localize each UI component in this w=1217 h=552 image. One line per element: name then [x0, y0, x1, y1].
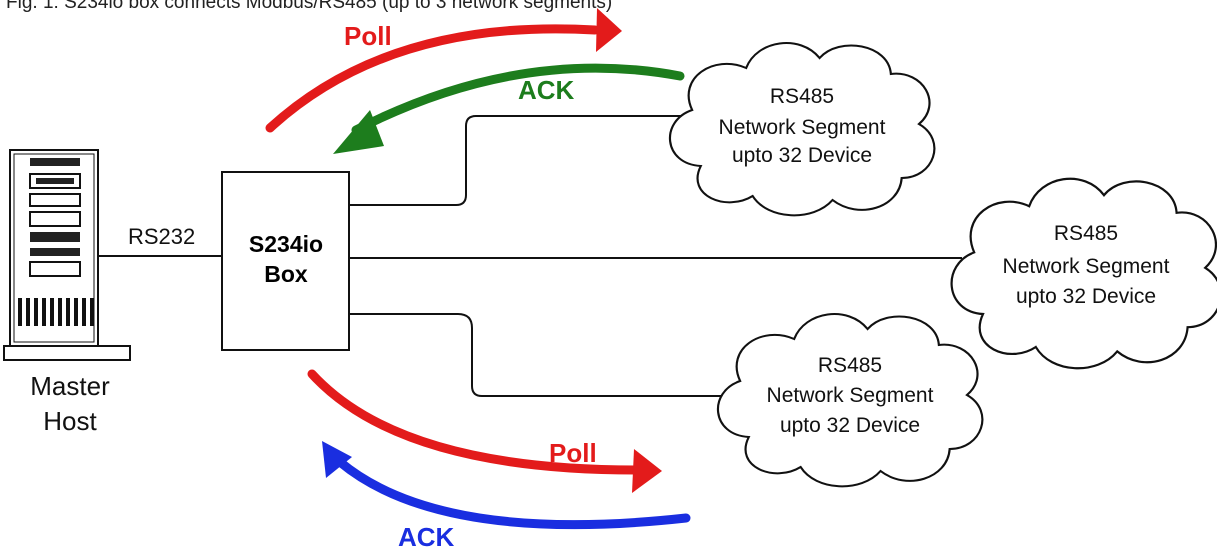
- segment-middle-line3: upto 32 Device: [1016, 285, 1156, 308]
- segment-middle-line2: Network Segment: [1003, 255, 1170, 278]
- segment-bottom-line3: upto 32 Device: [780, 414, 920, 437]
- ack-arrow-top: [333, 63, 685, 154]
- ack-label-top: ACK: [518, 75, 575, 105]
- poll-arrow-bottom: [307, 369, 662, 493]
- box-label-line1: S234io: [249, 231, 323, 257]
- segment-bottom-line2: Network Segment: [767, 384, 934, 407]
- ack-arrow-bottom: [322, 441, 691, 530]
- rs232-label: RS232: [128, 224, 195, 249]
- segment-bottom-line1: RS485: [818, 354, 882, 377]
- rs485-wire-bottom: [349, 313, 722, 397]
- segment-top-line1: RS485: [770, 85, 834, 108]
- box-label-line2: Box: [264, 261, 308, 287]
- poll-label-top: Poll: [344, 21, 392, 51]
- server-icon: [3, 149, 131, 361]
- segment-middle-line1: RS485: [1054, 222, 1118, 245]
- poll-arrow-top: [265, 8, 622, 133]
- master-host-label-line2: Host: [43, 406, 97, 436]
- poll-label-bottom: Poll: [549, 438, 597, 468]
- segment-top-line3: upto 32 Device: [732, 144, 872, 167]
- figure-caption: Fig. 1: S234io box connects Modbus/RS485…: [6, 0, 612, 13]
- segment-top-line2: Network Segment: [719, 116, 886, 139]
- rs485-wire-top: [349, 115, 688, 206]
- ack-label-bottom: ACK: [398, 522, 455, 552]
- s234io-box: [221, 171, 350, 351]
- master-host-label-line1: Master: [30, 371, 110, 401]
